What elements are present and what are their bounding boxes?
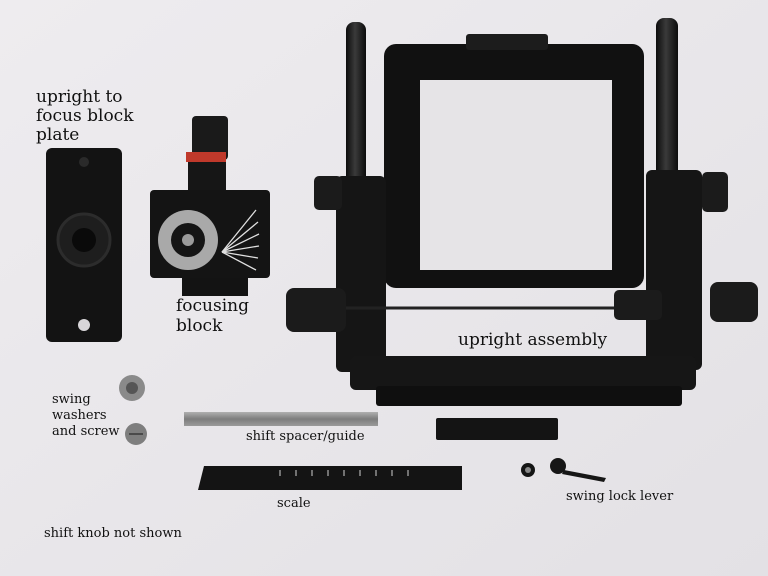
label-focusing-block: focusing block	[176, 296, 249, 336]
scale-part	[198, 466, 462, 490]
swing-washers-and-screw	[119, 375, 147, 445]
focus-block-plate	[46, 148, 122, 342]
label-swing-washers-and-screw: swing washers and screw	[52, 392, 120, 439]
label-upright-to-focus-block-plate: upright to focus block plate	[36, 87, 134, 145]
label-shift-spacer-guide: shift spacer/guide	[246, 429, 365, 444]
label-shift-knob-not-shown: shift knob not shown	[44, 526, 182, 541]
focusing-block	[150, 116, 270, 296]
shift-spacer-guide	[184, 412, 378, 426]
shift-guide-bar	[436, 418, 558, 440]
label-swing-lock-lever: swing lock lever	[566, 489, 674, 504]
label-scale: scale	[277, 496, 311, 511]
swing-lock-lever	[521, 458, 606, 482]
upright-assembly	[286, 18, 758, 406]
label-upright-assembly: upright assembly	[458, 330, 608, 350]
